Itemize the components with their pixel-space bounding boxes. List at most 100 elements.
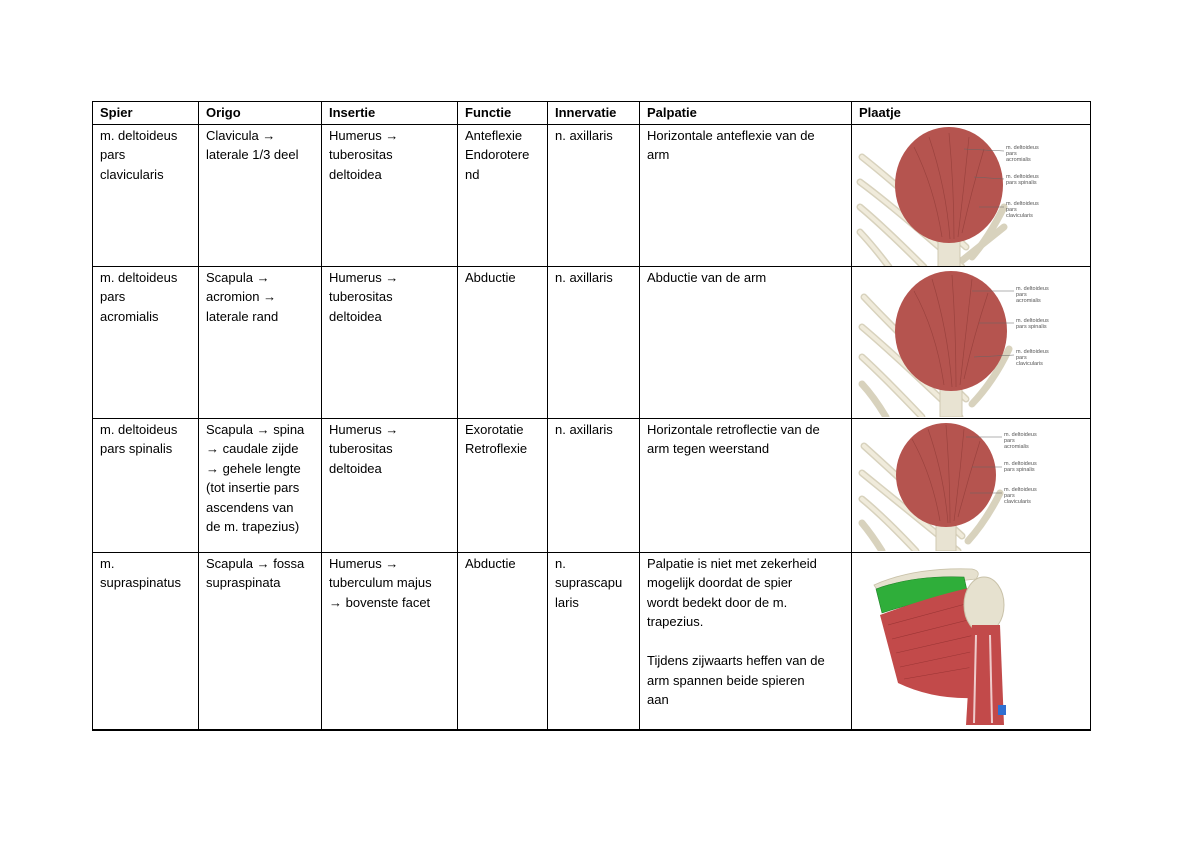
insertie-text: Humerus → tuberculum majus → bovenste fa… [329, 555, 432, 610]
image-label: m. deltoideus [1006, 145, 1039, 151]
functie-text: Abductie [465, 269, 516, 285]
image-label: m. deltoideus [1004, 487, 1037, 493]
cell-innervatie: n. suprascapu laris [547, 551, 640, 731]
image-label: pars [1016, 292, 1027, 298]
cell-palpatie: Horizontale retroflectie van de arm tege… [639, 417, 852, 553]
origo-text: Clavicula → laterale 1/3 deel [206, 127, 299, 163]
cell-spier: m. deltoideus pars clavicularis [92, 123, 199, 267]
cell-plaatje: m. deltoideus pars acromialis m. deltoid… [851, 265, 1091, 419]
muscle-table: Spier Origo Insertie Functie Innervatie … [92, 101, 1091, 731]
cell-insertie: Humerus → tuberositas deltoidea [321, 265, 458, 419]
table-row: m. deltoideus pars spinalis Scapula → sp… [92, 417, 1091, 553]
image-label: clavicularis [1006, 213, 1033, 219]
cell-origo: Scapula → fossa supraspinata [198, 551, 322, 731]
header-plaatje: Plaatje [851, 101, 1091, 125]
innervatie-text: n. axillaris [555, 421, 613, 437]
innervatie-text: n. axillaris [555, 127, 613, 143]
image-label: m. deltoideus [1006, 174, 1039, 180]
cell-plaatje [851, 551, 1091, 731]
image-label: m. deltoideus [1006, 201, 1039, 207]
deltoid-shoulder-image: m. deltoideus pars acromialis m. deltoid… [854, 420, 1068, 551]
spier-text: m. deltoideus pars acromialis [100, 269, 178, 324]
cell-palpatie: Horizontale anteflexie van de arm [639, 123, 852, 267]
header-origo: Origo [198, 101, 322, 125]
cell-palpatie: Palpatie is niet met zekerheid mogelijk … [639, 551, 852, 731]
page-badge-icon [998, 704, 1006, 715]
palpatie-text: Palpatie is niet met zekerheid mogelijk … [647, 555, 825, 708]
cell-functie: Anteflexie Endorotere nd [457, 123, 548, 267]
cell-insertie: Humerus → tuberositas deltoidea [321, 417, 458, 553]
image-label: pars [1004, 493, 1015, 499]
cell-insertie: Humerus → tuberositas deltoidea [321, 123, 458, 267]
image-label: pars [1006, 207, 1017, 213]
origo-text: Scapula → fossa supraspinata [206, 555, 305, 591]
palpatie-text: Abductie van de arm [647, 269, 767, 285]
cell-functie: Abductie [457, 551, 548, 731]
header-palpatie: Palpatie [639, 101, 852, 125]
image-label: acromialis [1004, 444, 1029, 450]
image-label: acromialis [1006, 157, 1031, 163]
image-label: pars [1004, 438, 1015, 444]
deltoid-illustration: m. deltoideus pars acromialis m. deltoid… [854, 420, 1090, 552]
origo-text: Scapula → acromion → laterale rand [206, 269, 279, 324]
cell-innervatie: n. axillaris [547, 417, 640, 553]
cell-origo: Clavicula → laterale 1/3 deel [198, 123, 322, 267]
image-label: pars [1006, 151, 1017, 157]
cell-spier: m. supraspinatus [92, 551, 199, 731]
image-label: m. deltoideus [1004, 461, 1037, 467]
cell-insertie: Humerus → tuberculum majus → bovenste fa… [321, 551, 458, 731]
image-label: acromialis [1016, 298, 1041, 304]
cell-origo: Scapula → acromion → laterale rand [198, 265, 322, 419]
image-label: m. deltoideus [1016, 286, 1049, 292]
spier-text: m. deltoideus pars clavicularis [100, 127, 178, 182]
header-spier: Spier [92, 101, 199, 125]
cell-innervatie: n. axillaris [547, 123, 640, 267]
functie-text: Exorotatie Retroflexie [465, 421, 528, 457]
header-insertie: Insertie [321, 101, 458, 125]
functie-text: Anteflexie Endorotere nd [465, 127, 530, 182]
deltoid-shoulder-image: m. deltoideus pars acromialis m. deltoid… [854, 126, 1068, 265]
deltoid-illustration: m. deltoideus pars acromialis m. deltoid… [854, 268, 1090, 418]
header-innervatie: Innervatie [547, 101, 640, 125]
image-label: clavicularis [1004, 499, 1031, 505]
spier-text: m. deltoideus pars spinalis [100, 421, 178, 457]
innervatie-text: n. suprascapu laris [555, 555, 623, 610]
cell-palpatie: Abductie van de arm [639, 265, 852, 419]
insertie-text: Humerus → tuberositas deltoidea [329, 421, 399, 476]
supraspinatus-illustration [854, 554, 1090, 728]
insertie-text: Humerus → tuberositas deltoidea [329, 269, 399, 324]
image-label: m. deltoideus [1004, 432, 1037, 438]
cell-innervatie: n. axillaris [547, 265, 640, 419]
insertie-text: Humerus → tuberositas deltoidea [329, 127, 399, 182]
image-label: pars [1016, 355, 1027, 361]
table-row: m. deltoideus pars acromialis Scapula → … [92, 265, 1091, 419]
cell-functie: Exorotatie Retroflexie [457, 417, 548, 553]
functie-text: Abductie [465, 555, 516, 571]
palpatie-text: Horizontale retroflectie van de arm tege… [647, 421, 820, 457]
palpatie-text: Horizontale anteflexie van de arm [647, 127, 815, 163]
image-label: clavicularis [1016, 361, 1043, 367]
image-label: m. deltoideus [1016, 349, 1049, 355]
table-row: m. deltoideus pars clavicularis Clavicul… [92, 123, 1091, 267]
table-header-row: Spier Origo Insertie Functie Innervatie … [92, 101, 1091, 125]
origo-text: Scapula → spina → caudale zijde → gehele… [206, 421, 305, 535]
cell-plaatje: m. deltoideus pars acromialis m. deltoid… [851, 123, 1091, 267]
table-row: m. supraspinatus Scapula → fossa suprasp… [92, 551, 1091, 731]
cell-functie: Abductie [457, 265, 548, 419]
deltoid-muscle-shape [896, 422, 996, 527]
cell-origo: Scapula → spina → caudale zijde → gehele… [198, 417, 322, 553]
deltoid-muscle-shape [895, 270, 1007, 391]
cell-plaatje: m. deltoideus pars acromialis m. deltoid… [851, 417, 1091, 553]
innervatie-text: n. axillaris [555, 269, 613, 285]
image-label: m. deltoideus [1016, 318, 1049, 324]
deltoid-muscle-shape [895, 126, 1003, 243]
header-functie: Functie [457, 101, 548, 125]
deltoid-illustration: m. deltoideus pars acromialis m. deltoid… [854, 126, 1090, 265]
image-label: pars spinalis [1004, 467, 1035, 473]
image-label: pars spinalis [1006, 180, 1037, 186]
supraspinatus-shoulder-image [854, 554, 1068, 725]
cell-spier: m. deltoideus pars acromialis [92, 265, 199, 419]
spier-text: m. supraspinatus [100, 555, 181, 591]
deltoid-shoulder-image: m. deltoideus pars acromialis m. deltoid… [854, 268, 1068, 417]
